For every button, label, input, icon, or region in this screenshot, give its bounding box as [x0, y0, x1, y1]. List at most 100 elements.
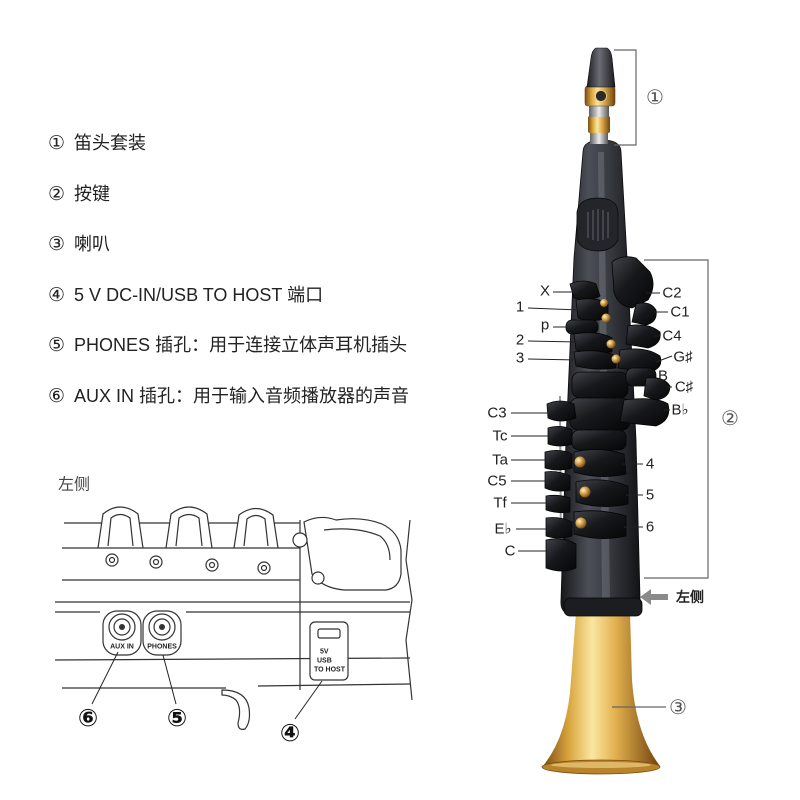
key-button-gold — [611, 354, 621, 364]
phones-jack-surround — [142, 610, 182, 656]
key-c2 — [611, 256, 654, 309]
key-c3 — [546, 400, 577, 422]
legend-text: AUX IN 插孔：用于输入音频播放器的声音 — [74, 385, 410, 406]
inset-side-key — [303, 516, 402, 591]
bell-rim-highlight — [551, 762, 651, 768]
legend-item: ③ 喇叭 — [48, 231, 409, 257]
key-label: E♭ — [494, 521, 511, 538]
inset-key-tab — [97, 506, 144, 549]
inset-screw-center — [108, 556, 116, 564]
neck-silver — [589, 104, 609, 117]
usb-callout: ④ — [280, 719, 300, 747]
inset-side-key-inner — [323, 528, 391, 561]
aux-in-jack-ring — [113, 618, 131, 636]
neck-upper — [590, 132, 608, 144]
key-labels-left: X 1 p 2 3 C3 Tc Ta C5 Tf E♭ C — [487, 283, 550, 560]
legend-item: ② 按键 — [48, 181, 409, 207]
key-label: p — [541, 317, 549, 334]
key-label: C♯ — [675, 379, 694, 396]
key-c5 — [544, 471, 571, 492]
key-label: C — [505, 543, 516, 560]
inset-body-line — [257, 683, 411, 687]
key-button-gold — [606, 339, 616, 349]
phones-callout-line — [162, 654, 177, 705]
parts-legend: ① 笛头套装 ② 按键 ③ 喇叭 ④ 5 V DC-IN/USB TO HOST… — [48, 130, 409, 434]
inset-screw — [105, 553, 119, 567]
key-c-sharp — [643, 377, 671, 401]
key-label: B♭ — [671, 402, 688, 419]
leader-3 — [527, 358, 579, 361]
key-label: G♯ — [673, 349, 693, 366]
key-6 — [573, 510, 627, 539]
key-label: 6 — [646, 519, 654, 536]
key-button-gold — [600, 299, 608, 307]
phones-jack-ring — [153, 618, 171, 636]
inset-knob — [292, 532, 308, 548]
usb-label-line: USB — [317, 658, 332, 665]
key-label: 1 — [516, 299, 524, 316]
key-center-plate — [569, 397, 631, 431]
inset-body-line — [54, 657, 411, 661]
key-button-gold — [579, 486, 591, 498]
saxophone — [541, 47, 671, 775]
key-e-flat — [545, 517, 573, 539]
inset-break-edge — [405, 519, 413, 701]
inset-key-tab — [233, 507, 279, 549]
key-tf — [545, 494, 571, 514]
key-5 — [575, 479, 629, 507]
inset-screw — [257, 561, 271, 575]
key-c — [545, 538, 577, 572]
legend-item: ⑤ PHONES 插孔：用于连接立体声耳机插头 — [48, 332, 409, 358]
mouthpiece-callout: ① — [646, 85, 664, 109]
legend-number: ③ — [48, 233, 66, 256]
key-label: 2 — [516, 332, 524, 349]
legend-number: ⑥ — [48, 384, 66, 407]
key-c1 — [631, 302, 657, 326]
key-tc — [547, 426, 573, 447]
side-view-inset: AUX IN PHONES 5V USB TO HOST — [54, 506, 413, 730]
aux-in-jack-hole — [119, 624, 125, 630]
key-2 — [573, 332, 613, 354]
inset-title: 左侧 — [58, 476, 90, 494]
inset-key-tab — [165, 506, 213, 549]
key-center-plate — [571, 371, 629, 399]
keys-callout: ② — [721, 406, 739, 430]
aux-in-label: AUX IN — [110, 644, 134, 651]
inset-key-tab-inner — [175, 513, 203, 547]
legend-number: ⑤ — [48, 334, 66, 357]
key-ta — [544, 450, 573, 471]
inset-screw — [149, 555, 163, 569]
legend-number: ④ — [48, 283, 66, 306]
usb-icon — [317, 628, 341, 639]
key-label: 5 — [646, 487, 654, 504]
leader-1 — [527, 307, 581, 311]
key-4 — [573, 449, 627, 477]
inset-knob — [311, 571, 325, 585]
bell-callout: ③ — [669, 695, 687, 719]
legend-text: 5 V DC-IN/USB TO HOST 端口 — [74, 284, 324, 305]
legend-text: 喇叭 — [74, 234, 111, 255]
key-label: Ta — [492, 452, 509, 469]
keys-bracket — [644, 259, 709, 579]
speaker-grille — [587, 209, 609, 241]
key-label: B — [658, 368, 668, 385]
key-3 — [573, 350, 617, 370]
mouthpiece — [586, 47, 616, 88]
key-button-gold — [601, 313, 611, 323]
key-label: Tf — [493, 495, 507, 512]
legend-item: ④ 5 V DC-IN/USB TO HOST 端口 — [48, 282, 409, 308]
key-b-flat — [619, 398, 670, 427]
legend-item: ① 笛头套装 — [48, 130, 409, 156]
aux-callout-line — [91, 651, 119, 705]
key-label: C3 — [487, 405, 506, 422]
legend-text: PHONES 插孔：用于连接立体声耳机插头 — [74, 335, 408, 356]
ligature-emblem-icon — [595, 90, 607, 102]
key-button-gold — [575, 517, 587, 529]
legend-text: 笛头套装 — [74, 133, 147, 153]
key-label: C4 — [662, 328, 681, 345]
legend-item: ⑥ AUX IN 插孔：用于输入音频播放器的声音 — [48, 383, 409, 409]
arrow-left-icon — [640, 589, 668, 605]
usb-label-line: TO HOST — [314, 667, 346, 674]
inset-key-tab-inner — [107, 513, 134, 547]
